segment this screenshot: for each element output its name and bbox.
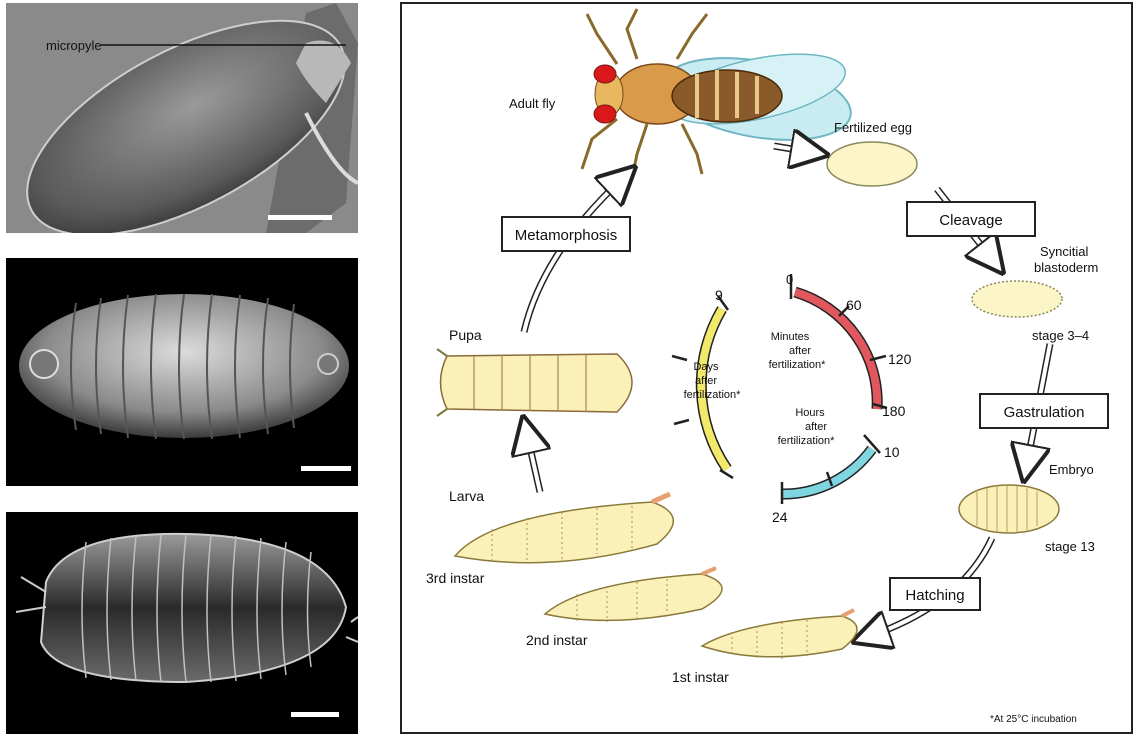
days-caption-3: fertilization*	[684, 389, 742, 401]
first-instar-label: 1st instar	[672, 669, 729, 685]
hours-24: 24	[772, 509, 788, 525]
minutes-60: 60	[846, 297, 862, 313]
embryo-label: Embryo	[1049, 462, 1094, 477]
fertilized-egg-label: Fertilized egg	[834, 120, 912, 135]
fertilized-egg	[827, 142, 917, 186]
minutes-caption-1: Minutes	[771, 331, 810, 343]
pupa-label: Pupa	[449, 327, 482, 343]
syncitial-label-1: Syncitial	[1040, 244, 1089, 259]
footnote: *At 25°C incubation	[990, 714, 1077, 725]
pupa	[437, 349, 632, 416]
first-instar-larva	[702, 610, 857, 659]
hours-caption-2: after	[805, 421, 827, 433]
embryo	[959, 485, 1059, 533]
second-instar-label: 2nd instar	[526, 632, 588, 648]
days-caption-1: Days	[693, 361, 719, 373]
minutes-caption-2: after	[789, 345, 811, 357]
micropyle-label: micropyle	[46, 38, 102, 53]
days-caption-2: after	[695, 375, 717, 387]
cleavage-label: Cleavage	[939, 212, 1002, 229]
adult-fly	[582, 9, 857, 179]
egg-micrograph: micropyle	[6, 3, 358, 233]
third-instar-larva	[455, 494, 673, 563]
second-instar-larva	[545, 568, 722, 622]
minutes-180: 180	[882, 403, 906, 419]
hours-caption-3: fertilization*	[778, 435, 836, 447]
stage-13-label: stage 13	[1045, 539, 1095, 554]
minutes-0: 0	[786, 272, 793, 287]
egg-scale-bar	[268, 215, 332, 220]
syncitial-label-2: blastoderm	[1034, 260, 1098, 275]
pupa-scale-bar	[291, 712, 339, 717]
pupa-micrograph-image	[6, 512, 358, 734]
third-instar-label: 3rd instar	[426, 570, 485, 586]
life-cycle-diagram: Adult fly Fertilized egg Cleavage Syncit…	[400, 2, 1133, 734]
days-9: 9	[715, 287, 723, 303]
metamorphosis-label: Metamorphosis	[515, 227, 618, 244]
egg-micrograph-image: micropyle	[6, 3, 358, 233]
larva-micrograph-image	[6, 258, 358, 486]
larva-label: Larva	[449, 488, 484, 504]
minutes-caption-3: fertilization*	[769, 359, 827, 371]
pupa-micrograph	[6, 512, 358, 734]
syncitial-blastoderm	[972, 281, 1062, 317]
hours-caption-1: Hours	[795, 407, 825, 419]
hours-10: 10	[884, 444, 900, 460]
larva-micrograph	[6, 258, 358, 486]
adult-fly-label: Adult fly	[509, 96, 556, 111]
life-cycle-svg: Adult fly Fertilized egg Cleavage Syncit…	[402, 4, 1131, 732]
stage-3-4-label: stage 3–4	[1032, 328, 1089, 343]
gastrulation-label: Gastrulation	[1004, 404, 1085, 421]
larva-scale-bar	[301, 466, 351, 471]
minutes-120: 120	[888, 351, 912, 367]
hatching-label: Hatching	[905, 587, 964, 604]
